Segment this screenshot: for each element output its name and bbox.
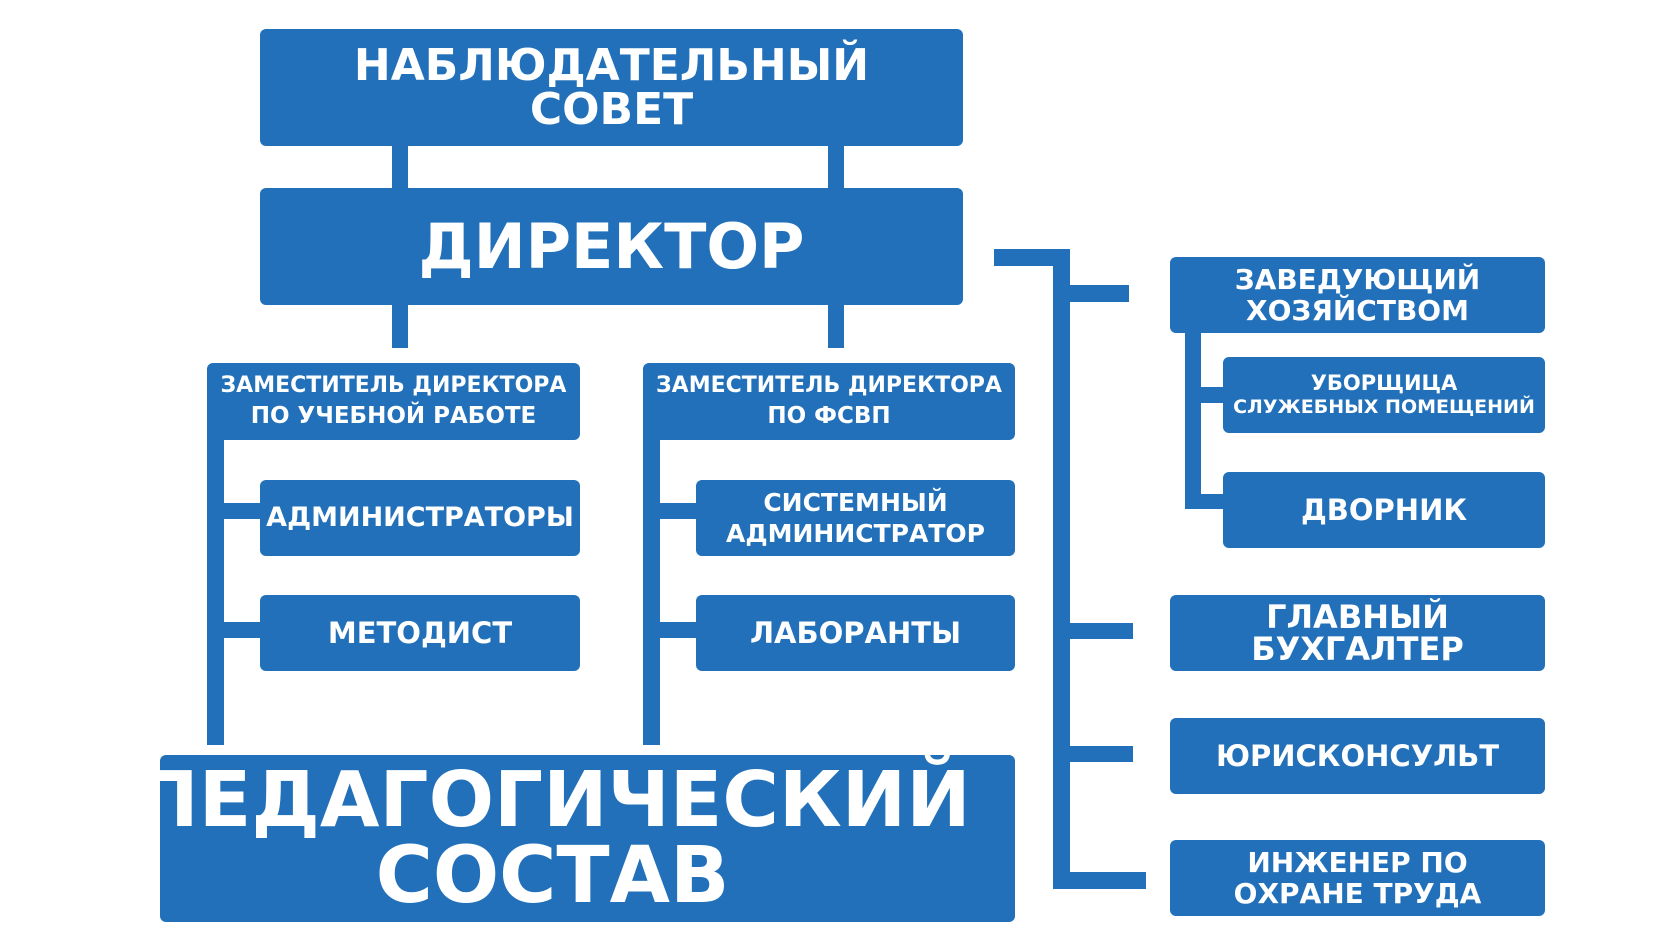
node-facility-manager-line2: ХОЗЯЙСТВОМ <box>1246 294 1469 327</box>
node-supervisory-board-line1: НАБЛЮДАТЕЛЬНЫЙ <box>353 39 870 91</box>
node-teaching-staff-line1: ПЕДАГОГИЧЕСКИЙ <box>134 755 971 845</box>
connector-administrators-branch <box>207 503 260 519</box>
connector-director-right-horizontal <box>994 249 1070 266</box>
connector-fsvp-spine <box>643 425 660 745</box>
node-legal-advisor-label: ЮРИСКОНСУЛЬТ <box>1215 738 1500 773</box>
node-sysadmin-line1: СИСТЕМНЫЙ <box>763 487 948 517</box>
node-deputy-fsvp-line2: ПО ФСВП <box>767 402 891 429</box>
node-deputy-fsvp-line1: ЗАМЕСТИТЕЛЬ ДИРЕКТОРА <box>656 373 1002 399</box>
node-chief-accountant-line2: БУХГАЛТЕР <box>1251 630 1464 668</box>
connector-academic-spine <box>207 425 224 745</box>
node-administrators-label: АДМИНИСТРАТОРЫ <box>266 501 574 533</box>
connector-legal-branch <box>1053 746 1133 762</box>
node-deputy-academic-line2: ПО УЧЕБНОЙ РАБОТЕ <box>250 402 537 429</box>
connector-director-deputy-fsvp <box>828 305 844 348</box>
connector-lab-branch <box>643 622 696 638</box>
node-chief-accountant-line1: ГЛАВНЫЙ <box>1266 598 1449 636</box>
node-director: ДИРЕКТОР <box>260 188 963 305</box>
node-safety-engineer: ИНЖЕНЕР ПО ОХРАНЕ ТРУДА <box>1170 840 1545 916</box>
connector-cleaner-branch <box>1185 387 1225 403</box>
node-deputy-academic: ЗАМЕСТИТЕЛЬ ДИРЕКТОРА ПО УЧЕБНОЙ РАБОТЕ <box>207 363 580 440</box>
node-sysadmin-line2: АДМИНИСТРАТОР <box>726 519 985 548</box>
node-safety-engineer-line2: ОХРАНЕ ТРУДА <box>1233 877 1482 910</box>
connector-facility-branch <box>1053 285 1129 302</box>
connector-safety-branch <box>1053 872 1146 889</box>
node-supervisory-board: НАБЛЮДАТЕЛЬНЫЙ СОВЕТ <box>260 29 963 146</box>
connector-facility-spine <box>1185 333 1201 509</box>
node-supervisory-board-line2: СОВЕТ <box>529 83 694 135</box>
node-facility-manager: ЗАВЕДУЮЩИЙ ХОЗЯЙСТВОМ <box>1170 257 1545 333</box>
node-sysadmin: СИСТЕМНЫЙ АДМИНИСТРАТОР <box>696 480 1015 556</box>
node-deputy-academic-line1: ЗАМЕСТИТЕЛЬ ДИРЕКТОРА <box>220 373 567 399</box>
node-janitor: ДВОРНИК <box>1223 472 1545 548</box>
connector-accountant-branch <box>1053 623 1133 639</box>
connector-methodist-branch <box>207 622 260 638</box>
node-administrators: АДМИНИСТРАТОРЫ <box>260 480 580 556</box>
node-director-label: ДИРЕКТОР <box>418 209 805 283</box>
node-methodist: МЕТОДИСТ <box>260 595 580 671</box>
node-lab-assistants: ЛАБОРАНТЫ <box>696 595 1015 671</box>
node-safety-engineer-line1: ИНЖЕНЕР ПО <box>1247 845 1468 879</box>
connector-right-spine <box>1053 249 1070 889</box>
node-chief-accountant: ГЛАВНЫЙ БУХГАЛТЕР <box>1170 595 1545 671</box>
node-cleaner: УБОРЩИЦА СЛУЖЕБНЫХ ПОМЕЩЕНИЙ <box>1223 357 1545 433</box>
node-facility-manager-line1: ЗАВЕДУЮЩИЙ <box>1234 262 1481 296</box>
node-methodist-label: МЕТОДИСТ <box>327 615 513 650</box>
node-janitor-label: ДВОРНИК <box>1300 492 1468 527</box>
connector-janitor-branch <box>1185 494 1225 509</box>
node-teaching-staff-line2: СОСТАВ <box>375 831 730 921</box>
node-legal-advisor: ЮРИСКОНСУЛЬТ <box>1170 718 1545 794</box>
node-lab-assistants-label: ЛАБОРАНТЫ <box>749 615 962 650</box>
connector-board-director-left <box>392 146 408 188</box>
node-deputy-fsvp: ЗАМЕСТИТЕЛЬ ДИРЕКТОРА ПО ФСВП <box>643 363 1015 440</box>
node-teaching-staff: ПЕДАГОГИЧЕСКИЙ СОСТАВ <box>134 755 1015 922</box>
connector-board-director-right <box>828 146 844 188</box>
connector-sysadmin-branch <box>643 503 696 519</box>
node-cleaner-line1: УБОРЩИЦА <box>1310 371 1458 395</box>
connector-director-deputy-academic <box>392 305 408 348</box>
node-cleaner-line2: СЛУЖЕБНЫХ ПОМЕЩЕНИЙ <box>1233 396 1535 419</box>
